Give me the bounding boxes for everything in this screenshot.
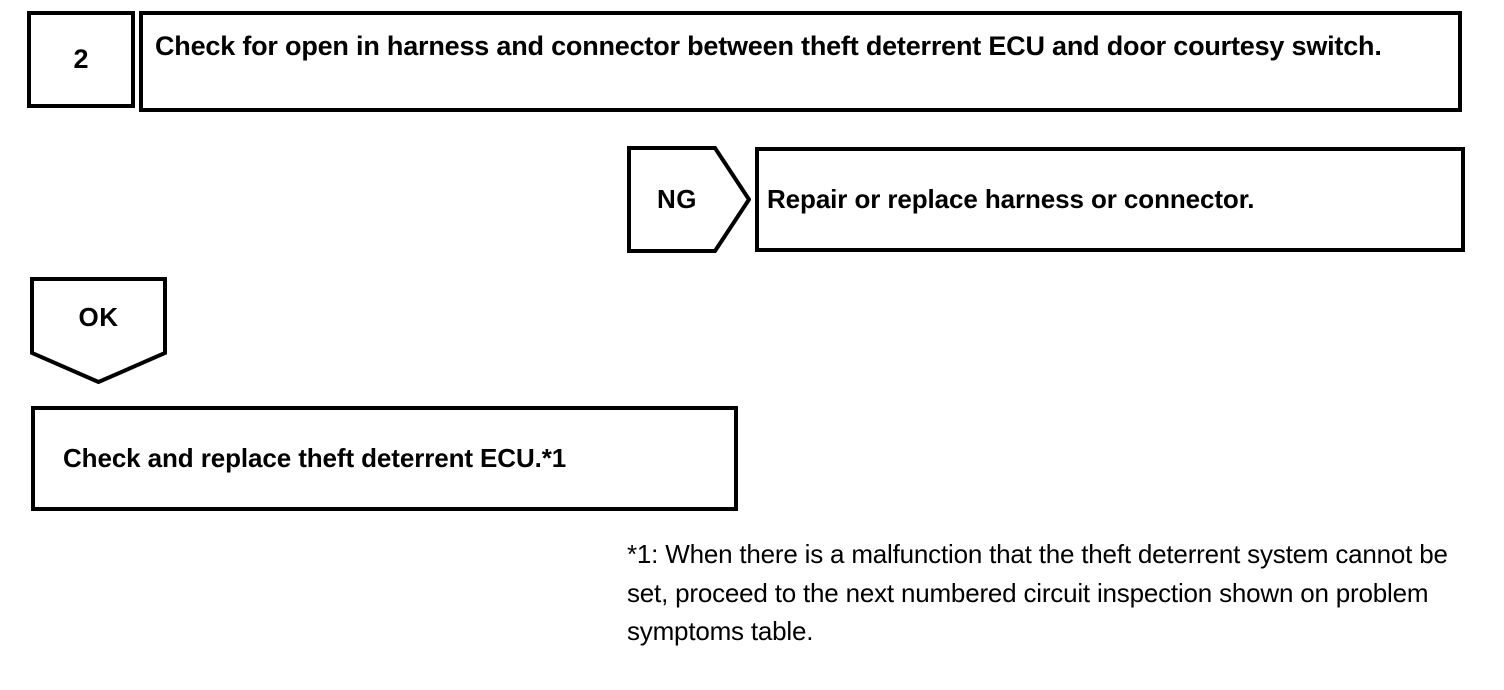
ng-branch-label: NG bbox=[657, 184, 697, 214]
step-row: 2 Check for open in harness and connecto… bbox=[27, 11, 1462, 112]
ng-branch-arrow: NG bbox=[627, 146, 751, 253]
step-number-cell: 2 bbox=[27, 11, 135, 108]
step-instruction-text: Check for open in harness and connector … bbox=[155, 31, 1382, 61]
ok-branch-arrow: OK bbox=[30, 277, 167, 384]
ok-arrow-shape bbox=[30, 277, 167, 384]
step-number: 2 bbox=[73, 44, 89, 74]
ng-action-box: Repair or replace harness or connector. bbox=[755, 147, 1465, 252]
ok-action-text: Check and replace theft deterrent ECU.*1 bbox=[63, 443, 567, 473]
ok-branch-label: OK bbox=[78, 301, 119, 332]
ng-arrow-shape bbox=[627, 146, 751, 253]
footnote-text: *1: When there is a malfunction that the… bbox=[627, 539, 1448, 647]
step-instruction-cell: Check for open in harness and connector … bbox=[139, 11, 1462, 112]
ng-action-text: Repair or replace harness or connector. bbox=[767, 184, 1255, 214]
ok-action-box: Check and replace theft deterrent ECU.*1 bbox=[31, 406, 738, 511]
